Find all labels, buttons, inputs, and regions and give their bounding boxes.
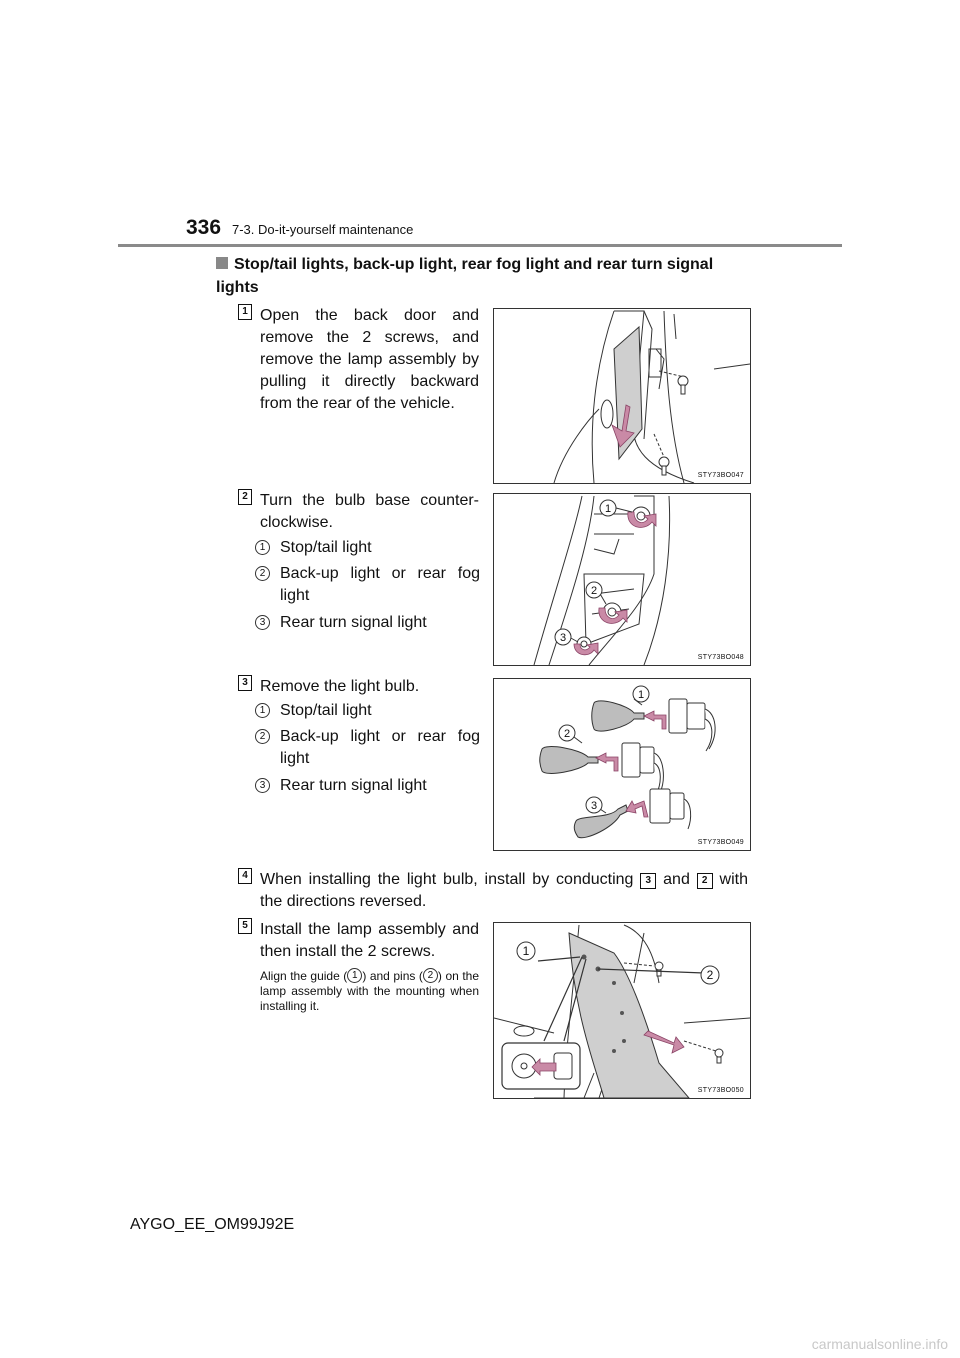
arrow-icon	[643, 1030, 685, 1054]
watermark: carmanualsonline.info	[811, 1336, 948, 1352]
figure-lamp-install: 1 2 STY73BO050	[493, 922, 751, 1099]
step-2-item-3: 3 Rear turn signal light	[255, 612, 480, 634]
step-number-4: 4	[238, 868, 252, 884]
circle-marker: 2	[255, 566, 270, 581]
step-3-item-1: 1 Stop/tail light	[255, 700, 480, 722]
callout-2: 2	[591, 585, 597, 597]
step-2-item-1: 1 Stop/tail light	[255, 537, 480, 559]
rotate-arrow-icon	[627, 511, 657, 528]
document-code: AYGO_EE_OM99J92E	[130, 1216, 295, 1233]
step-2-item-2: 2 Back-up light or rear fog light	[255, 563, 480, 607]
step-4-text: When installing the light bulb, install …	[260, 869, 748, 913]
figure-bulb-bases: 1 2 3 STY73BO048	[493, 493, 751, 666]
step-5-text: Install the lamp assembly and then insta…	[260, 921, 479, 960]
callout-1: 1	[638, 689, 644, 701]
step-3-text: Remove the light bulb.	[260, 678, 420, 695]
step-number-1: 1	[238, 304, 252, 320]
figure-code: STY73BO048	[697, 654, 744, 661]
step-4-text-before: When installing the light bulb, install …	[260, 871, 634, 888]
step-4-text-after: with the directions reversed.	[260, 871, 748, 910]
rotate-arrow-icon	[573, 642, 599, 656]
item-label: Rear turn signal light	[280, 777, 427, 794]
arrow-icon	[531, 1058, 557, 1076]
callout-2: 2	[707, 968, 714, 982]
rear-lamp-illustration	[553, 310, 750, 483]
item-label: Stop/tail light	[280, 539, 372, 556]
callout-2: 2	[564, 728, 570, 740]
square-bullet-icon	[216, 257, 228, 269]
arrow-icon	[611, 404, 635, 448]
step-4-text-mid: and	[663, 871, 690, 888]
callout-3: 3	[560, 632, 566, 644]
circle-marker: 3	[255, 778, 270, 793]
circle-marker: 1	[347, 968, 363, 983]
heading-text: Stop/tail lights, back-up light, rear fo…	[216, 256, 714, 296]
rotate-arrow-icon	[598, 607, 628, 624]
step-3-item-2: 2 Back-up light or rear fog light	[255, 726, 480, 770]
figure-code: STY73BO049	[697, 839, 744, 846]
callout-1: 1	[605, 503, 611, 515]
step-number-5: 5	[238, 918, 252, 934]
callout-1: 1	[523, 944, 530, 958]
page-number: 336	[186, 216, 222, 239]
step-2-text: Turn the bulb base counter-clockwise.	[260, 492, 479, 531]
item-label: Rear turn signal light	[280, 614, 427, 631]
step-1-text: Open the back door and remove the 2 scre…	[260, 307, 479, 412]
circle-marker: 1	[255, 540, 270, 555]
arrow-icon	[625, 800, 649, 818]
lamp-install-illustration: 1 2	[494, 924, 750, 1098]
figure-code: STY73BO050	[697, 1087, 744, 1094]
bulb-removal-illustration: 1 2 3	[539, 685, 716, 839]
step-ref-3: 3	[640, 873, 657, 889]
step-3-item-3: 3 Rear turn signal light	[255, 775, 480, 797]
step-number-2: 2	[238, 489, 252, 505]
circle-marker: 3	[255, 615, 270, 630]
header-rule	[118, 244, 842, 247]
step-ref-2: 2	[696, 873, 713, 889]
item-label: Back-up light or rear fog light	[280, 565, 480, 604]
step-5-note: Align the guide (1) and pins (2) on the …	[260, 968, 479, 1013]
arrow-icon	[643, 710, 667, 730]
figure-bulb-removal: 1 2 3 STY73BO049	[493, 678, 751, 851]
circle-marker: 2	[422, 968, 438, 983]
circle-marker: 1	[255, 703, 270, 718]
step-number-3: 3	[238, 675, 252, 691]
section-heading: Stop/tail lights, back-up light, rear fo…	[216, 253, 756, 299]
figure-rear-lamp-removal: STY73BO047	[493, 308, 751, 484]
bulb-base-illustration: 1 2 3	[533, 495, 671, 665]
callout-3: 3	[591, 800, 597, 812]
section-title: 7-3. Do-it-yourself maintenance	[232, 222, 414, 237]
item-label: Stop/tail light	[280, 702, 372, 719]
arrow-icon	[595, 752, 619, 772]
circle-marker: 2	[255, 729, 270, 744]
item-label: Back-up light or rear fog light	[280, 728, 480, 767]
figure-code: STY73BO047	[697, 472, 744, 479]
